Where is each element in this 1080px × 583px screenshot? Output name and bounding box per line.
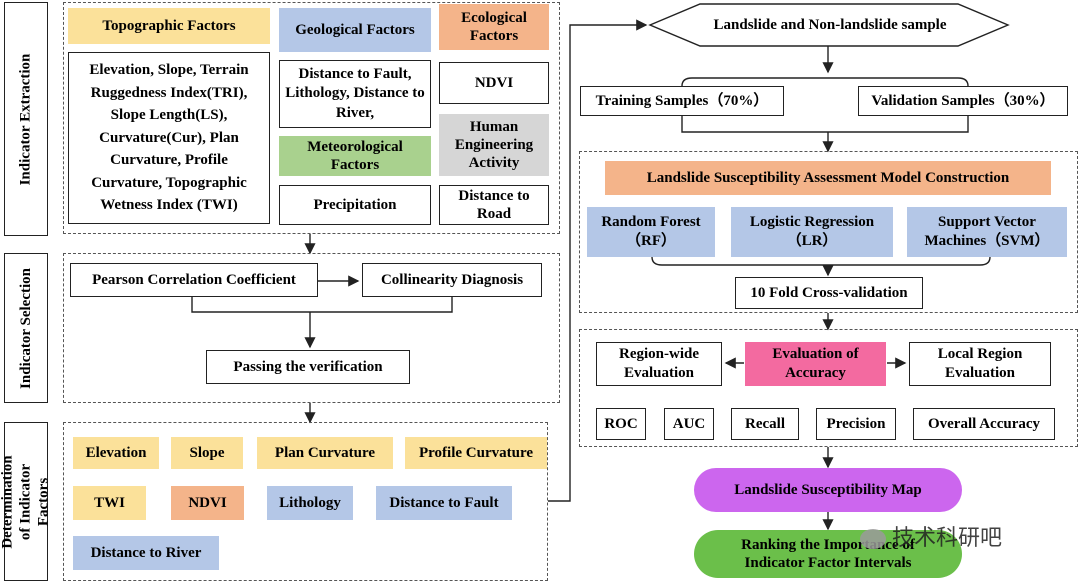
meteorological-header: Meteorological Factors <box>279 136 431 176</box>
evaluation-of-accuracy: Evaluation of Accuracy <box>745 342 886 386</box>
training-samples: Training Samples（70%） <box>580 86 784 116</box>
topographic-list: Elevation, Slope, Terrain Ruggedness Ind… <box>68 52 270 224</box>
factor-plan-curvature: Plan Curvature <box>257 437 393 469</box>
collinearity-box: Collinearity Diagnosis <box>362 263 542 297</box>
evaluation-group <box>579 329 1078 447</box>
merge-brace-models <box>651 256 991 266</box>
side-label-determination: Determination of Indicator Factors <box>0 422 52 581</box>
local-region-evaluation: Local Region Evaluation <box>909 342 1051 386</box>
geological-header: Geological Factors <box>279 8 431 52</box>
susceptibility-map: Landslide Susceptibility Map <box>694 468 962 512</box>
side-label-extraction: Indicator Extraction <box>4 2 48 236</box>
factor-distance-river: Distance to River <box>73 536 219 570</box>
topographic-header: Topographic Factors <box>68 8 270 44</box>
metric-roc: ROC <box>596 408 646 440</box>
sample-banner: Landslide and Non-landslide sample <box>713 16 947 33</box>
split-brace-samples <box>681 77 969 87</box>
passing-box: Passing the verification <box>206 350 410 384</box>
sample-banner-shape <box>648 3 1010 47</box>
side-label-selection: Indicator Selection <box>4 253 48 403</box>
metric-recall: Recall <box>731 408 799 440</box>
watermark: 技术科研吧 <box>860 520 1002 552</box>
pearson-box: Pearson Correlation Coefficient <box>70 263 318 297</box>
merge-line-selection <box>191 297 453 313</box>
factor-distance-fault: Distance to Fault <box>376 486 512 520</box>
factor-ndvi: NDVI <box>171 486 244 520</box>
factor-slope: Slope <box>171 437 243 469</box>
arrow-determination-to-sample <box>548 19 648 502</box>
ecological-list: NDVI <box>439 62 549 104</box>
model-svm: Support Vector Machines（SVM） <box>907 207 1067 257</box>
model-rf: Random Forest （RF） <box>587 207 715 257</box>
metric-overall-accuracy: Overall Accuracy <box>913 408 1055 440</box>
factor-twi: TWI <box>73 486 146 520</box>
merge-line-samples <box>681 116 969 133</box>
factor-lithology: Lithology <box>267 486 353 520</box>
factor-elevation: Elevation <box>73 437 159 469</box>
geological-list: Distance to Fault, Lithology, Distance t… <box>279 60 431 128</box>
region-wide-evaluation: Region-wide Evaluation <box>596 342 722 386</box>
selection-group <box>63 253 560 403</box>
wechat-icon <box>860 529 886 549</box>
factor-profile-curvature: Profile Curvature <box>405 437 547 469</box>
metric-precision: Precision <box>816 408 896 440</box>
cross-validation-box: 10 Fold Cross-validation <box>735 277 923 309</box>
meteorological-list: Precipitation <box>279 185 431 225</box>
extraction-group <box>63 2 560 234</box>
human-list: Distance to Road <box>439 185 549 225</box>
model-group <box>579 151 1078 313</box>
metric-auc: AUC <box>664 408 714 440</box>
determination-group <box>63 422 548 581</box>
human-header: Human Engineering Activity <box>439 114 549 176</box>
ecological-header: Ecological Factors <box>439 4 549 50</box>
model-lr: Logistic Regression （LR） <box>731 207 893 257</box>
validation-samples: Validation Samples（30%） <box>858 86 1068 116</box>
construction-header: Landslide Susceptibility Assessment Mode… <box>605 161 1051 195</box>
